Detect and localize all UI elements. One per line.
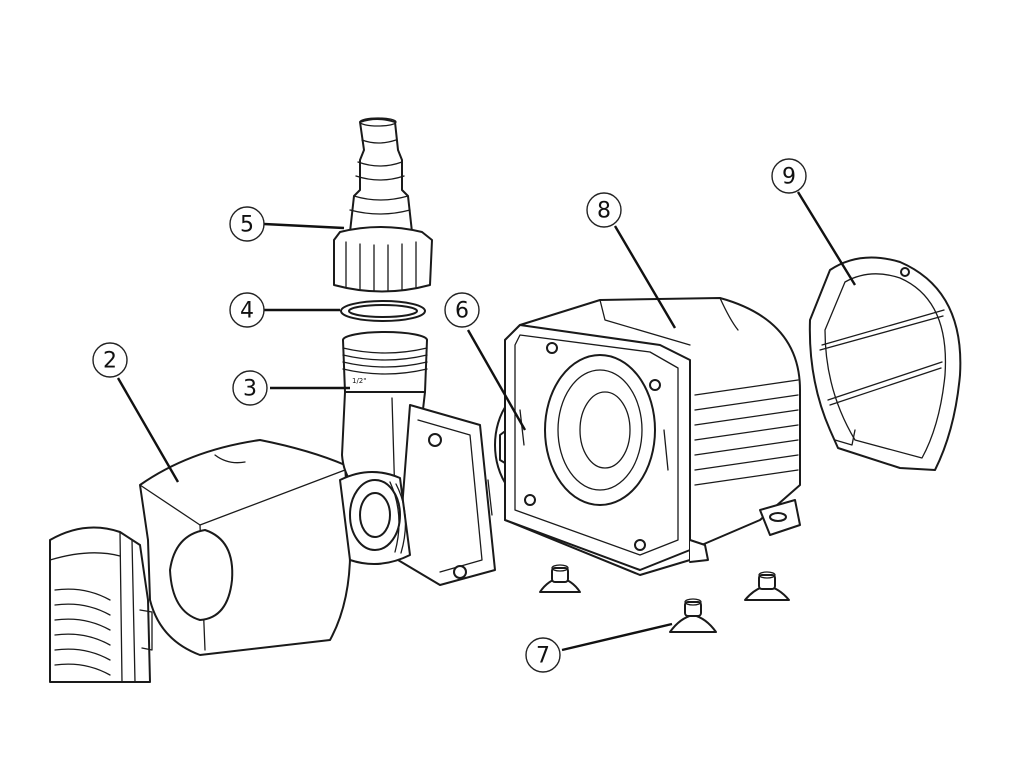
- volute-housing-part-3: 1/2": [339, 331, 496, 586]
- leader-line-8: [613, 225, 677, 329]
- leader-line-9: [796, 191, 857, 286]
- callout-6: 6: [444, 292, 480, 328]
- leader-line-2: [116, 377, 180, 483]
- rear-cover-part-9: [808, 256, 962, 471]
- callout-9: 9: [771, 158, 807, 194]
- pump-motor-body: [49, 526, 153, 683]
- leader-line-7: [561, 622, 673, 652]
- leader-line-5: [263, 222, 345, 230]
- part-marking-text: 1/2": [352, 377, 367, 385]
- svg-text:3: 3: [243, 377, 257, 402]
- callout-8: 8: [586, 192, 622, 228]
- hose-adapter-part-5: [333, 117, 433, 293]
- suction-foot-3: [744, 571, 790, 601]
- svg-text:7: 7: [536, 644, 550, 669]
- svg-text:4: 4: [240, 299, 254, 324]
- callout-4: 4: [229, 292, 265, 328]
- callout-3: 3: [232, 370, 268, 406]
- leader-line-6: [466, 329, 527, 431]
- svg-text:5: 5: [240, 213, 254, 238]
- svg-text:6: 6: [455, 299, 469, 324]
- svg-text:9: 9: [782, 165, 796, 190]
- svg-text:8: 8: [597, 199, 611, 224]
- callout-7: 7: [525, 637, 561, 673]
- callout-2: 2: [92, 342, 128, 378]
- suction-foot-1: [539, 564, 581, 593]
- motor-housing-part-8: [504, 297, 801, 576]
- callout-5: 5: [229, 206, 265, 242]
- svg-text:2: 2: [103, 349, 117, 374]
- suction-foot-2: [669, 598, 717, 633]
- o-ring-part-4: [340, 300, 426, 322]
